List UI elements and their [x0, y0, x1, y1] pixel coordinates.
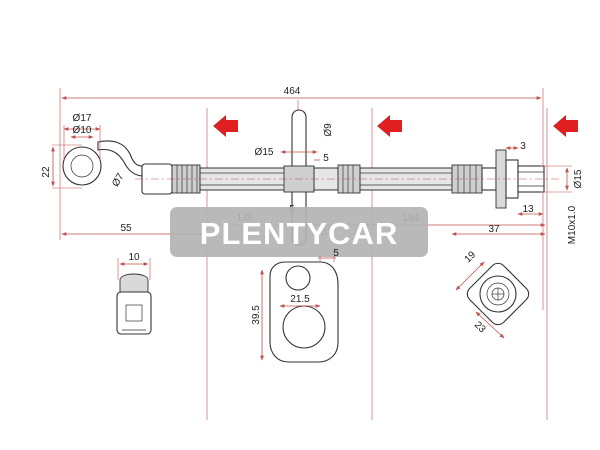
thread-label: M10x1.0: [567, 205, 578, 244]
hose-assembly: [135, 109, 560, 246]
end-width-label: 3: [520, 141, 526, 152]
bracket-dia-label: Ø15: [255, 147, 274, 158]
plate-pitch-label: 21.5: [290, 294, 310, 305]
eye-height-label: 22: [41, 166, 52, 178]
plate-length-label: 39.5: [251, 305, 262, 325]
banjo-eye-fitting: 22 Ø17 Ø10 Ø7: [41, 113, 143, 189]
watermark-background: [170, 207, 428, 257]
end-length-label: 37: [488, 224, 500, 235]
clip-detail: 19 23: [455, 249, 530, 339]
clip-width-label: 19: [463, 249, 479, 265]
arrow-icon: [377, 115, 402, 137]
direction-arrows: [213, 115, 578, 137]
plate-thickness-label: 5: [333, 248, 339, 259]
end-fitting-dimensions: 3 Ø15 13 M10x1.0: [505, 141, 584, 244]
fitting-detail: 10: [116, 252, 152, 335]
arrow-icon: [213, 115, 238, 137]
bracket-plate-detail: 5 21.5 39.5: [251, 248, 339, 363]
end-dia-label: Ø15: [573, 169, 584, 188]
to-bracket-label: 55: [120, 223, 132, 234]
bend-dia-label: Ø7: [110, 171, 126, 188]
fitting-width-label: 10: [128, 252, 140, 263]
watermark: PLENTYCAR: [170, 207, 428, 257]
bracket-gap-label: 5: [323, 153, 329, 164]
bracket-tab-dia-label: Ø9: [323, 123, 334, 137]
eye-outer-dia-label: Ø17: [73, 113, 92, 124]
end-offset-label: 13: [522, 204, 534, 215]
overall-length-dimension: 464: [59, 86, 544, 310]
watermark-logo: PLENTYCAR: [200, 216, 398, 251]
clip-size-label: 23: [472, 320, 488, 336]
overall-length-label: 464: [284, 86, 301, 97]
arrow-icon: [553, 115, 578, 137]
eye-inner-dia-label: Ø10: [73, 125, 92, 136]
